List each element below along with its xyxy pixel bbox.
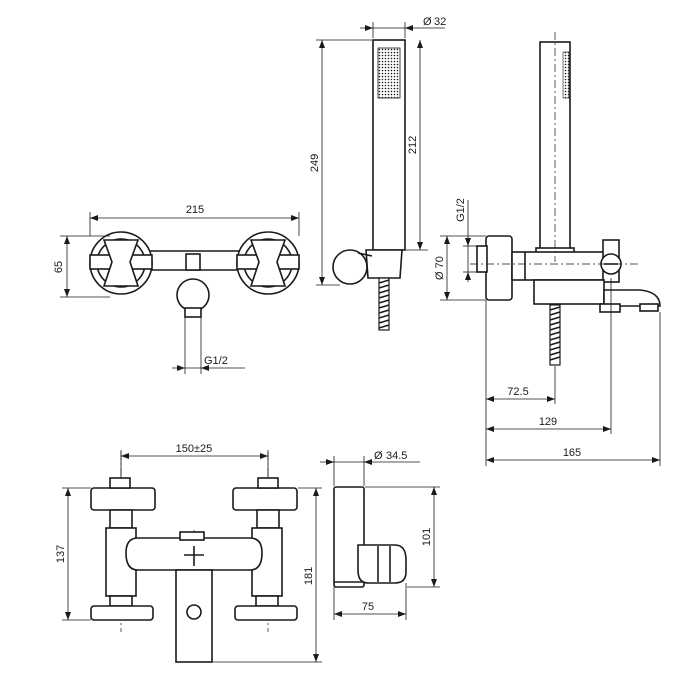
dim-flange-diameter: Ø 70 (434, 256, 446, 280)
dim-overall-width: 215 (186, 204, 204, 216)
top-view: 215 65 G1/2 (53, 204, 300, 374)
dim-body-height: 137 (55, 545, 67, 563)
dim-outlet-thread: G1/2 (204, 355, 228, 367)
hose (378, 277, 390, 331)
wall-flange (485, 235, 513, 301)
mixer-body (511, 251, 609, 281)
dim-holder-depth: 75 (362, 601, 374, 613)
dim-overall-height: 181 (303, 567, 315, 585)
dim-offset-165: 165 (563, 447, 581, 459)
dim-inlet-thread: G1/2 (455, 198, 467, 222)
handshower-view: Ø 32 249 212 (309, 16, 446, 331)
left-handle (90, 487, 156, 511)
spout (603, 289, 661, 307)
dim-diameter-symbol-2: Ø (374, 450, 383, 462)
holder-clamp (357, 544, 407, 584)
right-handle (232, 487, 298, 511)
dim-holder-height: 101 (421, 528, 433, 546)
side-view: G1/2 Ø 70 72.5 129 165 (434, 32, 661, 466)
front-view: 150±25 137 181 (55, 443, 322, 663)
holder-view: Ø 34.5 101 75 (320, 450, 440, 620)
diverter-knob (176, 278, 210, 312)
dim-total-height: 249 (309, 154, 321, 172)
holder-plate (333, 486, 365, 588)
spray-face (377, 47, 401, 99)
dim-offset-129: 129 (539, 416, 557, 428)
dim-holder-diameter: 34.5 (386, 450, 407, 462)
holder-knob (332, 249, 368, 285)
dim-shower-height: 212 (407, 136, 419, 154)
dim-centers: 150±25 (176, 443, 213, 455)
dim-height: 65 (53, 261, 65, 273)
dim-diameter-symbol: Ø (423, 16, 432, 28)
dim-handshower-diameter: 32 (434, 16, 446, 28)
dim-offset-72-5: 72.5 (507, 386, 528, 398)
